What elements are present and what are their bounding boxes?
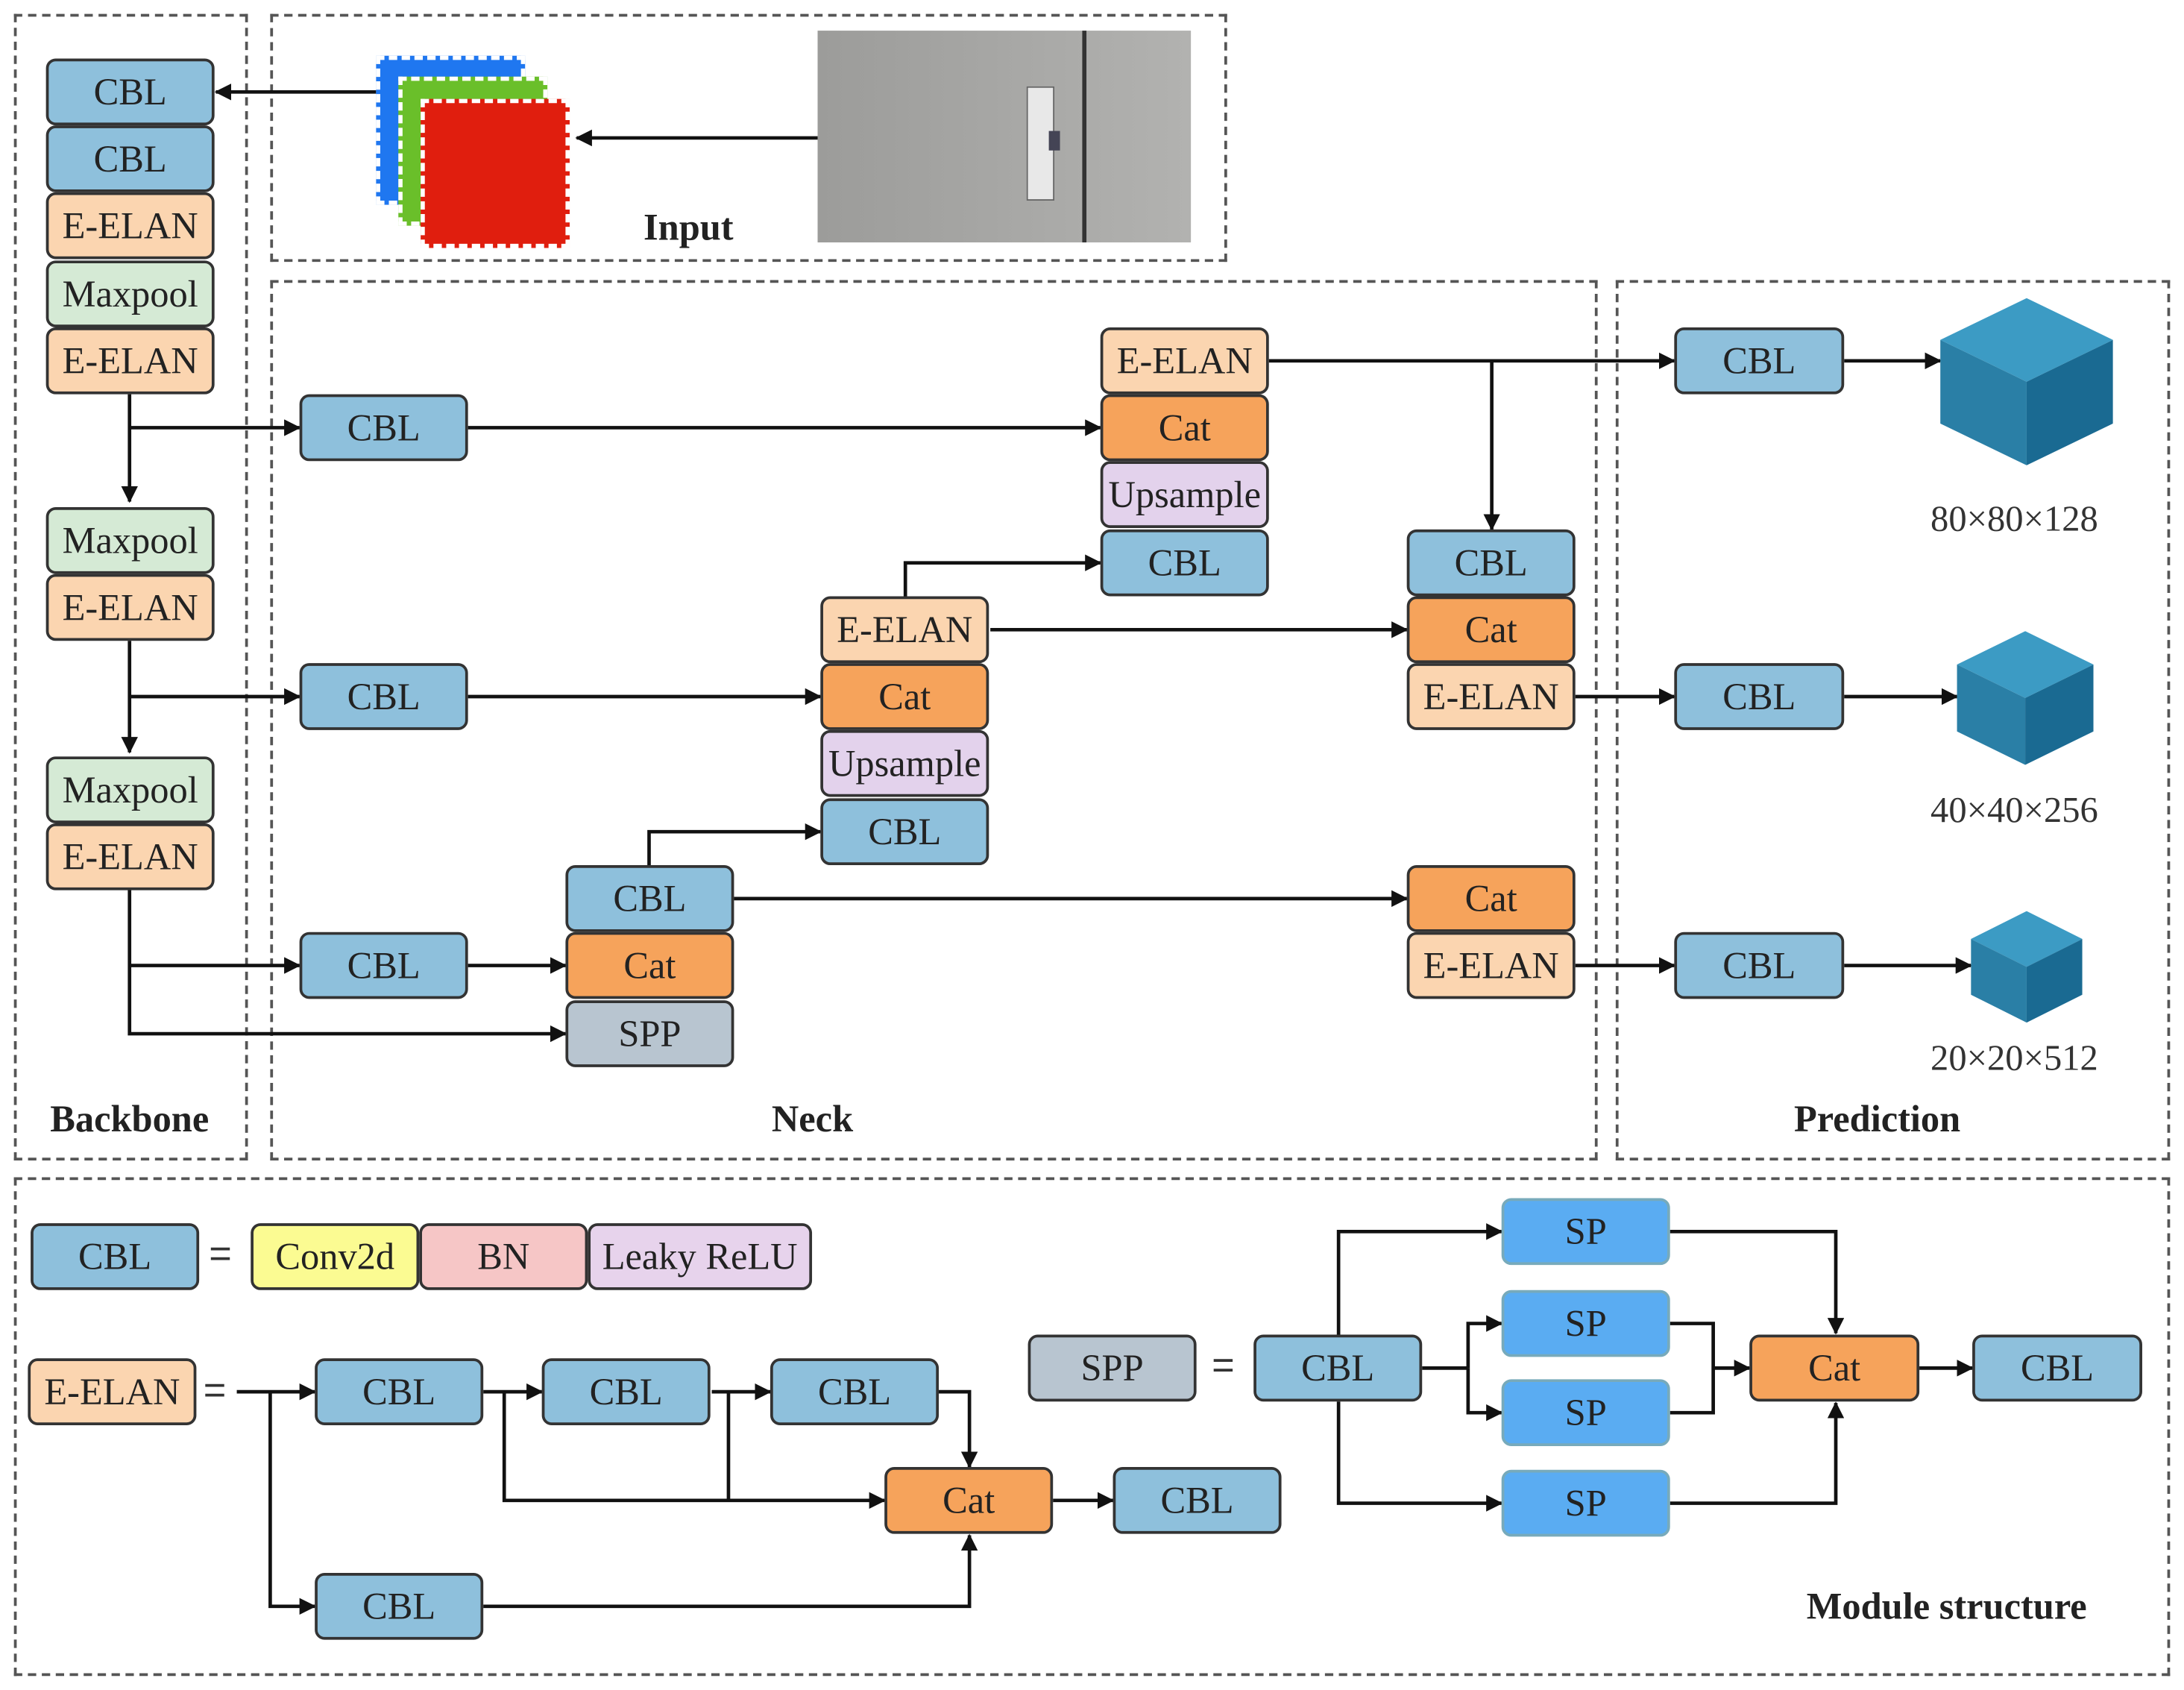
prediction-panel [1615, 280, 2171, 1161]
prediction-label: Prediction [1793, 1097, 1961, 1140]
backbone-eelan-1: E-ELAN [45, 192, 215, 260]
spp-sp-2: SP [1501, 1290, 1670, 1357]
output-cube-medium [1957, 631, 2094, 765]
eelan-cbl-out: CBL [1113, 1467, 1282, 1534]
backbone-panel [13, 13, 248, 1161]
module-structure-label: Module structure [1806, 1585, 2087, 1627]
legend-cbl: CBL [31, 1223, 200, 1290]
backbone-maxpool-3: Maxpool [45, 756, 215, 823]
neck-eelan-right: E-ELAN [1406, 663, 1576, 730]
neck-cbl-middle: CBL [299, 663, 468, 730]
eelan-cbl-2: CBL [541, 1358, 711, 1425]
prediction-cbl-1: CBL [1674, 327, 1845, 395]
neck-spp: SPP [565, 1000, 734, 1067]
backbone-label: Backbone [50, 1097, 210, 1140]
neck-cbl-right: CBL [1406, 529, 1576, 597]
eelan-cbl-branch: CBL [315, 1572, 484, 1640]
input-photo [817, 31, 1192, 243]
module-structure-panel [13, 1177, 2171, 1677]
legend-eelan: E-ELAN [28, 1358, 197, 1425]
eelan-cbl-3: CBL [770, 1358, 940, 1425]
neck-eelan-top: E-ELAN [1100, 327, 1269, 395]
backbone-eelan-2: E-ELAN [45, 327, 215, 395]
neck-panel [270, 280, 1598, 1161]
neck-cat-top: Cat [1100, 394, 1269, 462]
neck-upsample-mid: Upsample [820, 729, 989, 797]
spp-sp-4: SP [1501, 1469, 1670, 1537]
neck-cbl-top: CBL [299, 394, 468, 462]
legend-cbl-equals: = [209, 1231, 232, 1275]
output-cube-small [1971, 911, 2083, 1023]
spp-sp-1: SP [1501, 1198, 1670, 1266]
neck-eelan-mid: E-ELAN [820, 596, 989, 664]
spp-cat: Cat [1749, 1334, 1920, 1402]
neck-label: Neck [771, 1097, 854, 1140]
input-layer-red [421, 98, 570, 248]
neck-cat-bottom-right: Cat [1406, 865, 1576, 932]
neck-eelan-bottom-right: E-ELAN [1406, 932, 1576, 999]
neck-cbl-bottom: CBL [299, 932, 468, 999]
output-cube-large [1940, 298, 2113, 465]
spp-cbl-out: CBL [1972, 1334, 2142, 1402]
input-panel [270, 13, 1227, 263]
input-label: Input [643, 206, 734, 248]
spp-sp-3: SP [1501, 1379, 1670, 1446]
neck-cbl-top-stack: CBL [1100, 529, 1269, 597]
spp-cbl-in: CBL [1253, 1334, 1423, 1402]
legend-spp: SPP [1028, 1334, 1197, 1402]
neck-spp-cat: Cat [565, 932, 734, 999]
output-dims-2: 40×40×256 [1930, 790, 2098, 831]
prediction-cbl-3: CBL [1674, 932, 1845, 999]
neck-cbl-mid-stack: CBL [820, 798, 989, 866]
output-dims-3: 20×20×512 [1930, 1037, 2098, 1078]
backbone-maxpool-1: Maxpool [45, 260, 215, 327]
backbone-maxpool-2: Maxpool [45, 506, 215, 574]
backbone-cbl-1: CBL [45, 58, 215, 126]
backbone-eelan-3: E-ELAN [45, 574, 215, 641]
eelan-cat: Cat [884, 1467, 1054, 1534]
backbone-cbl-2: CBL [45, 125, 215, 192]
backbone-eelan-4: E-ELAN [45, 823, 215, 890]
neck-upsample-top: Upsample [1100, 461, 1269, 528]
prediction-cbl-2: CBL [1674, 663, 1845, 730]
eelan-cbl-1: CBL [315, 1358, 484, 1425]
neck-cat-right: Cat [1406, 596, 1576, 664]
handle-lock [1048, 131, 1060, 151]
legend-leaky-relu: Leaky ReLU [588, 1223, 813, 1290]
neck-cat-mid: Cat [820, 663, 989, 730]
output-dims-1: 80×80×128 [1930, 498, 2098, 539]
legend-bn: BN [419, 1223, 588, 1290]
legend-eelan-equals: = [203, 1368, 227, 1412]
cabinet-seam [1082, 31, 1087, 243]
legend-conv2d: Conv2d [251, 1223, 420, 1290]
neck-spp-cbl: CBL [565, 865, 734, 932]
legend-spp-equals: = [1212, 1342, 1235, 1386]
